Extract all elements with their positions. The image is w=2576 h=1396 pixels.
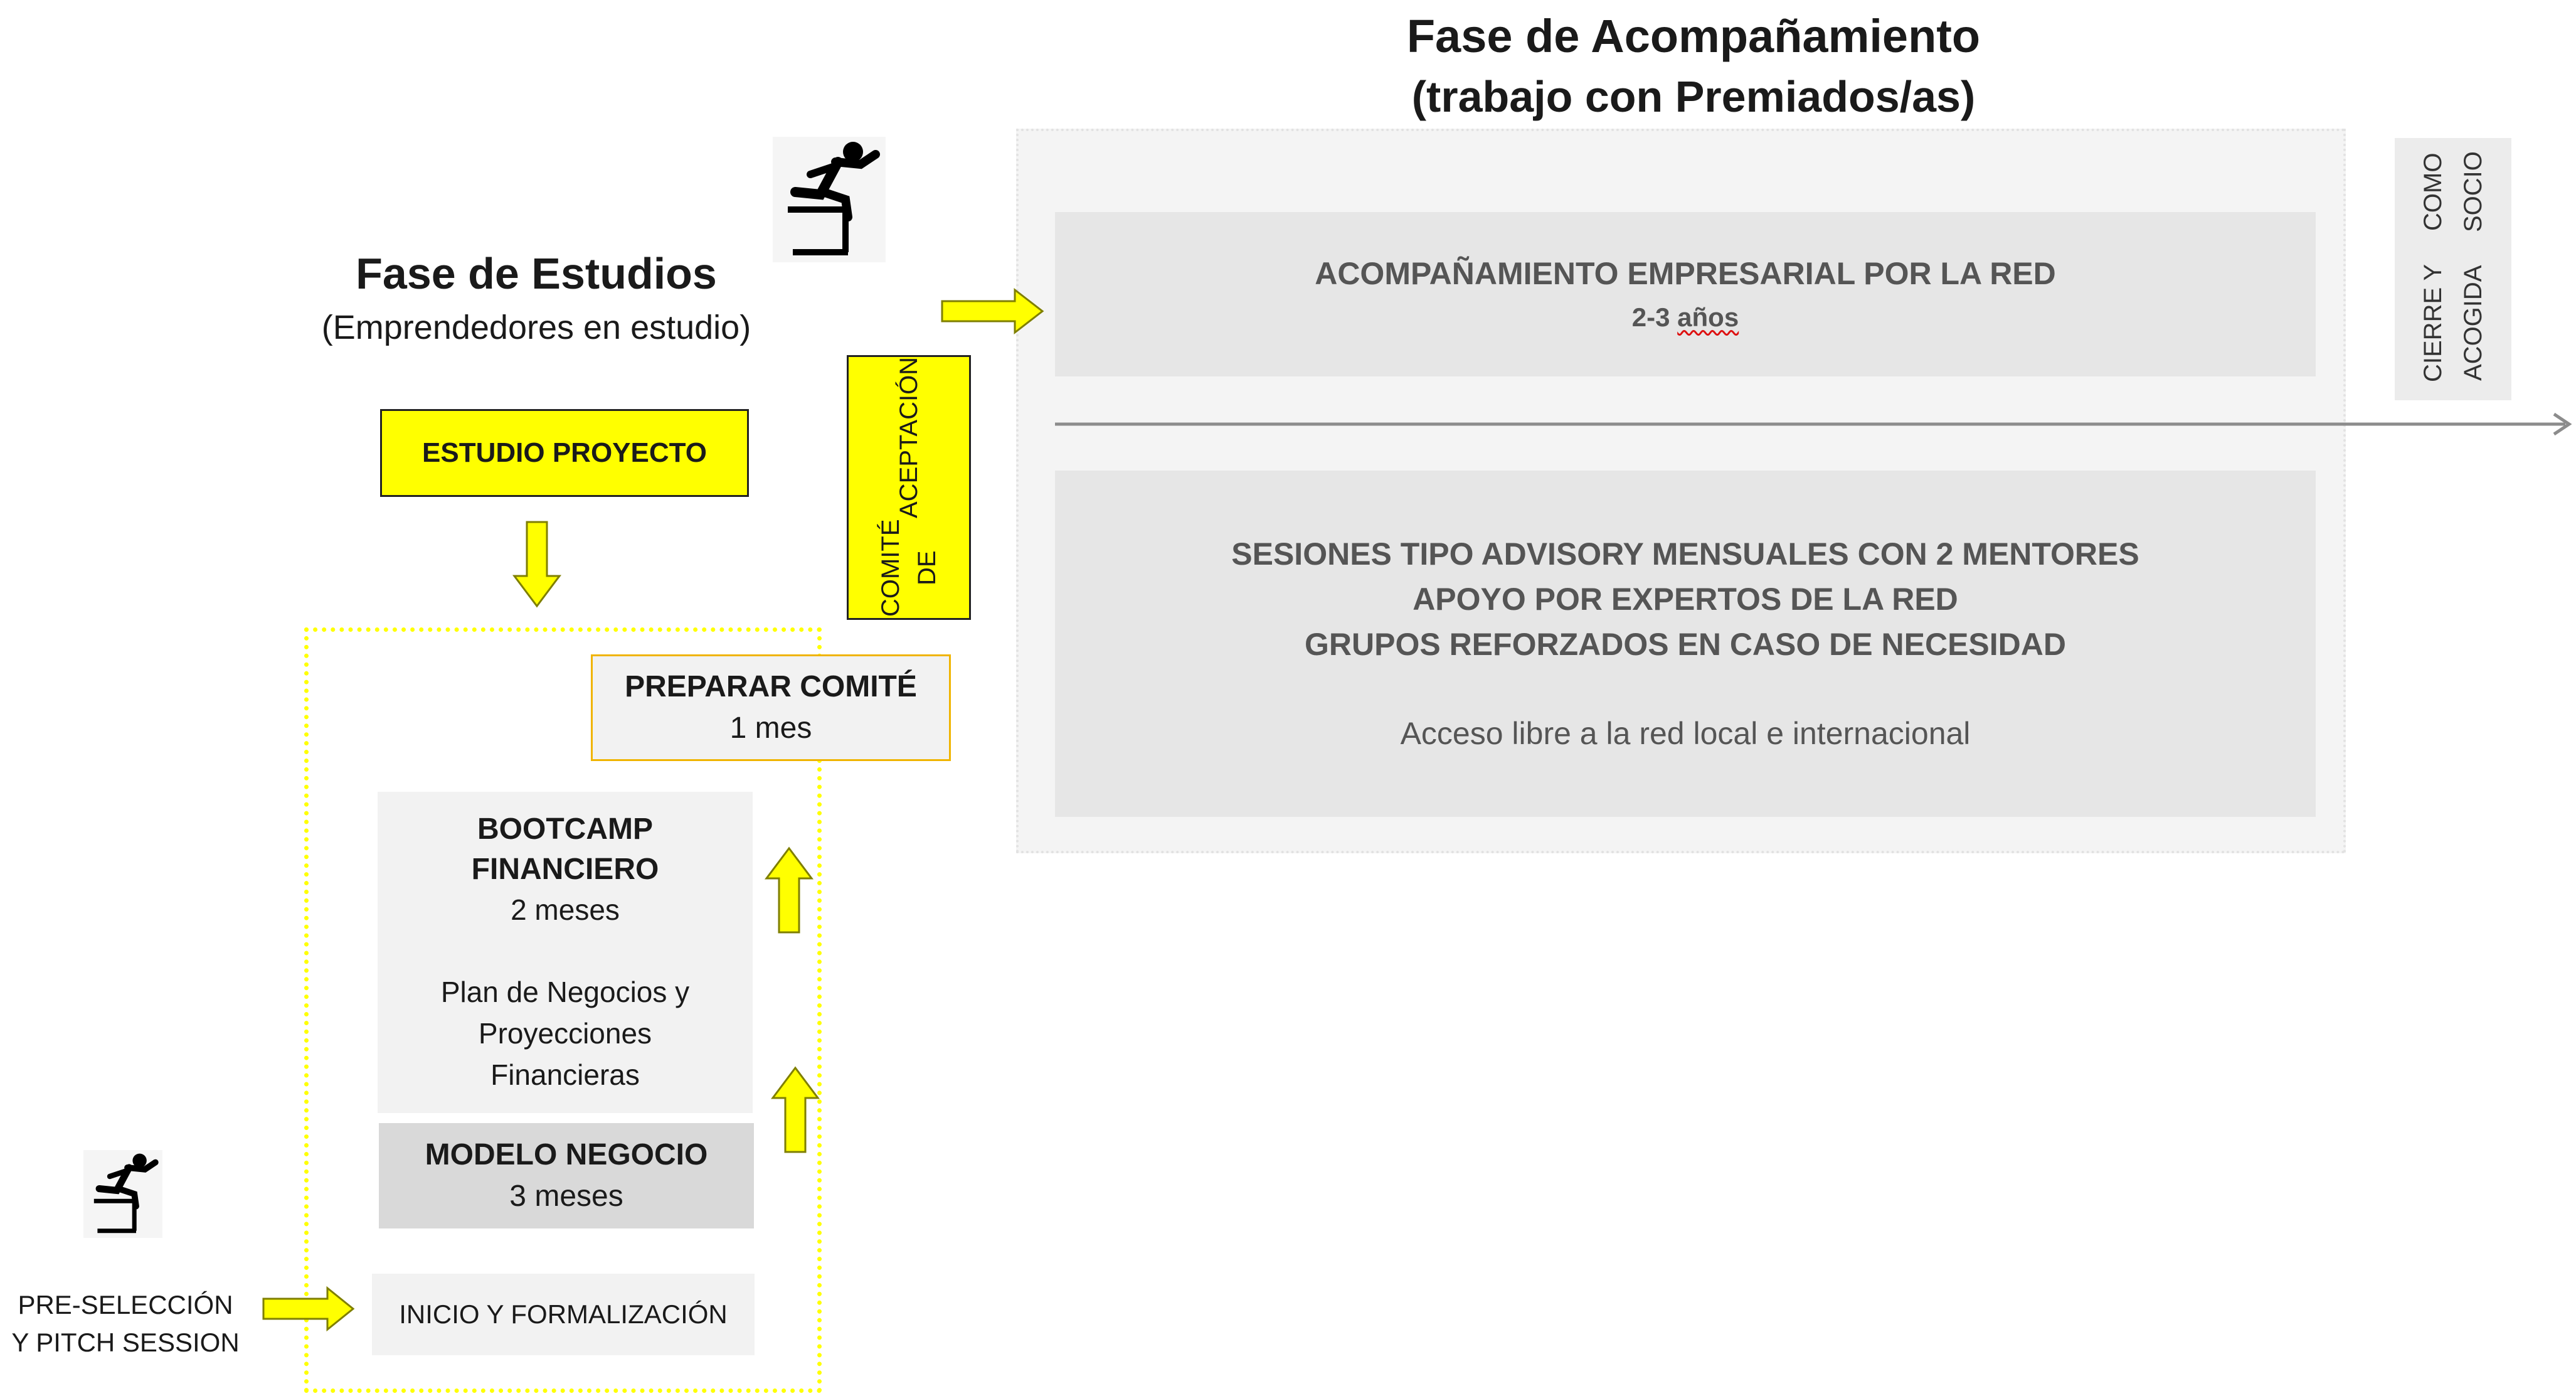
sessions-line-2: APOYO POR EXPERTOS DE LA RED [1413,582,1958,617]
arrow-right-icon [941,287,1044,335]
preselection-label: PRE-SELECCIÓN Y PITCH SESSION [6,1286,245,1361]
committee-line-2: ACEPTACIÓN [895,357,923,519]
project-study-box: ESTUDIO PROYECTO [380,409,749,497]
arrow-up-icon [771,1066,820,1153]
accompaniment-phase-subtitle: (trabajo con Premiados/as) [1411,72,1976,121]
start-formalization-box: INICIO Y FORMALIZACIÓN [372,1274,755,1355]
studies-phase-subtitle: (Emprendedores en estudio) [321,309,751,346]
bootcamp-desc-line-3: Financieras [490,1058,640,1091]
advisory-sessions-panel: SESIONES TIPO ADVISORY MENSUALES CON 2 M… [1055,471,2316,817]
prepare-committee-title: PREPARAR COMITÉ [625,670,917,703]
business-model-box: MODELO NEGOCIO 3 meses [379,1123,754,1228]
preselection-line-2: Y PITCH SESSION [11,1328,240,1357]
arrow-up-icon [765,846,814,934]
sessions-line-1: SESIONES TIPO ADVISORY MENSUALES CON 2 M… [1231,536,2139,572]
business-accompaniment-title: ACOMPAÑAMIENTO EMPRESARIAL POR LA RED [1315,256,2056,291]
business-model-title: MODELO NEGOCIO [425,1138,708,1171]
bootcamp-duration: 2 meses [511,893,620,926]
closing-membership-box: CIERRE Y ACOGIDA COMO SOCIO [2395,138,2511,400]
sessions-line-3: GRUPOS REFORZADOS EN CASO DE NECESIDAD [1304,627,2066,662]
business-accompaniment-duration: 2-3 años [1631,302,1739,332]
bootcamp-desc-line-2: Proyecciones [478,1017,652,1050]
preselection-line-1: PRE-SELECCIÓN [18,1290,233,1319]
prepare-committee-box: PREPARAR COMITÉ 1 mes [591,654,951,761]
arrow-right-icon [262,1286,355,1332]
business-accompaniment-panel: ACOMPAÑAMIENTO EMPRESARIAL POR LA RED 2-… [1055,212,2316,376]
bootcamp-title-line-2: FINANCIERO [471,853,659,886]
hurdle-runner-icon [773,137,886,262]
closing-line-2: COMO SOCIO [2419,151,2487,233]
financial-bootcamp-box: BOOTCAMP FINANCIERO 2 meses Plan de Nego… [378,792,753,1113]
hurdle-runner-icon [83,1150,162,1238]
arrow-down-icon [512,521,561,608]
committee-line-1: COMITÉ DE [877,519,941,617]
accompaniment-phase-title: Fase de Acompañamiento [1406,10,1981,62]
bootcamp-title-line-1: BOOTCAMP [477,813,653,846]
bootcamp-desc-line-1: Plan de Negocios y [440,976,690,1008]
closing-line-1: CIERRE Y ACOGIDA [2419,264,2487,382]
studies-phase-title: Fase de Estudios [356,249,717,298]
network-access-text: Acceso libre a la red local e internacio… [1400,716,1971,751]
study-phase-container [304,627,822,1393]
acceptance-committee-box: COMITÉ DE ACEPTACIÓN [847,355,971,620]
prepare-committee-duration: 1 mes [729,711,812,745]
business-model-duration: 3 meses [509,1180,623,1213]
